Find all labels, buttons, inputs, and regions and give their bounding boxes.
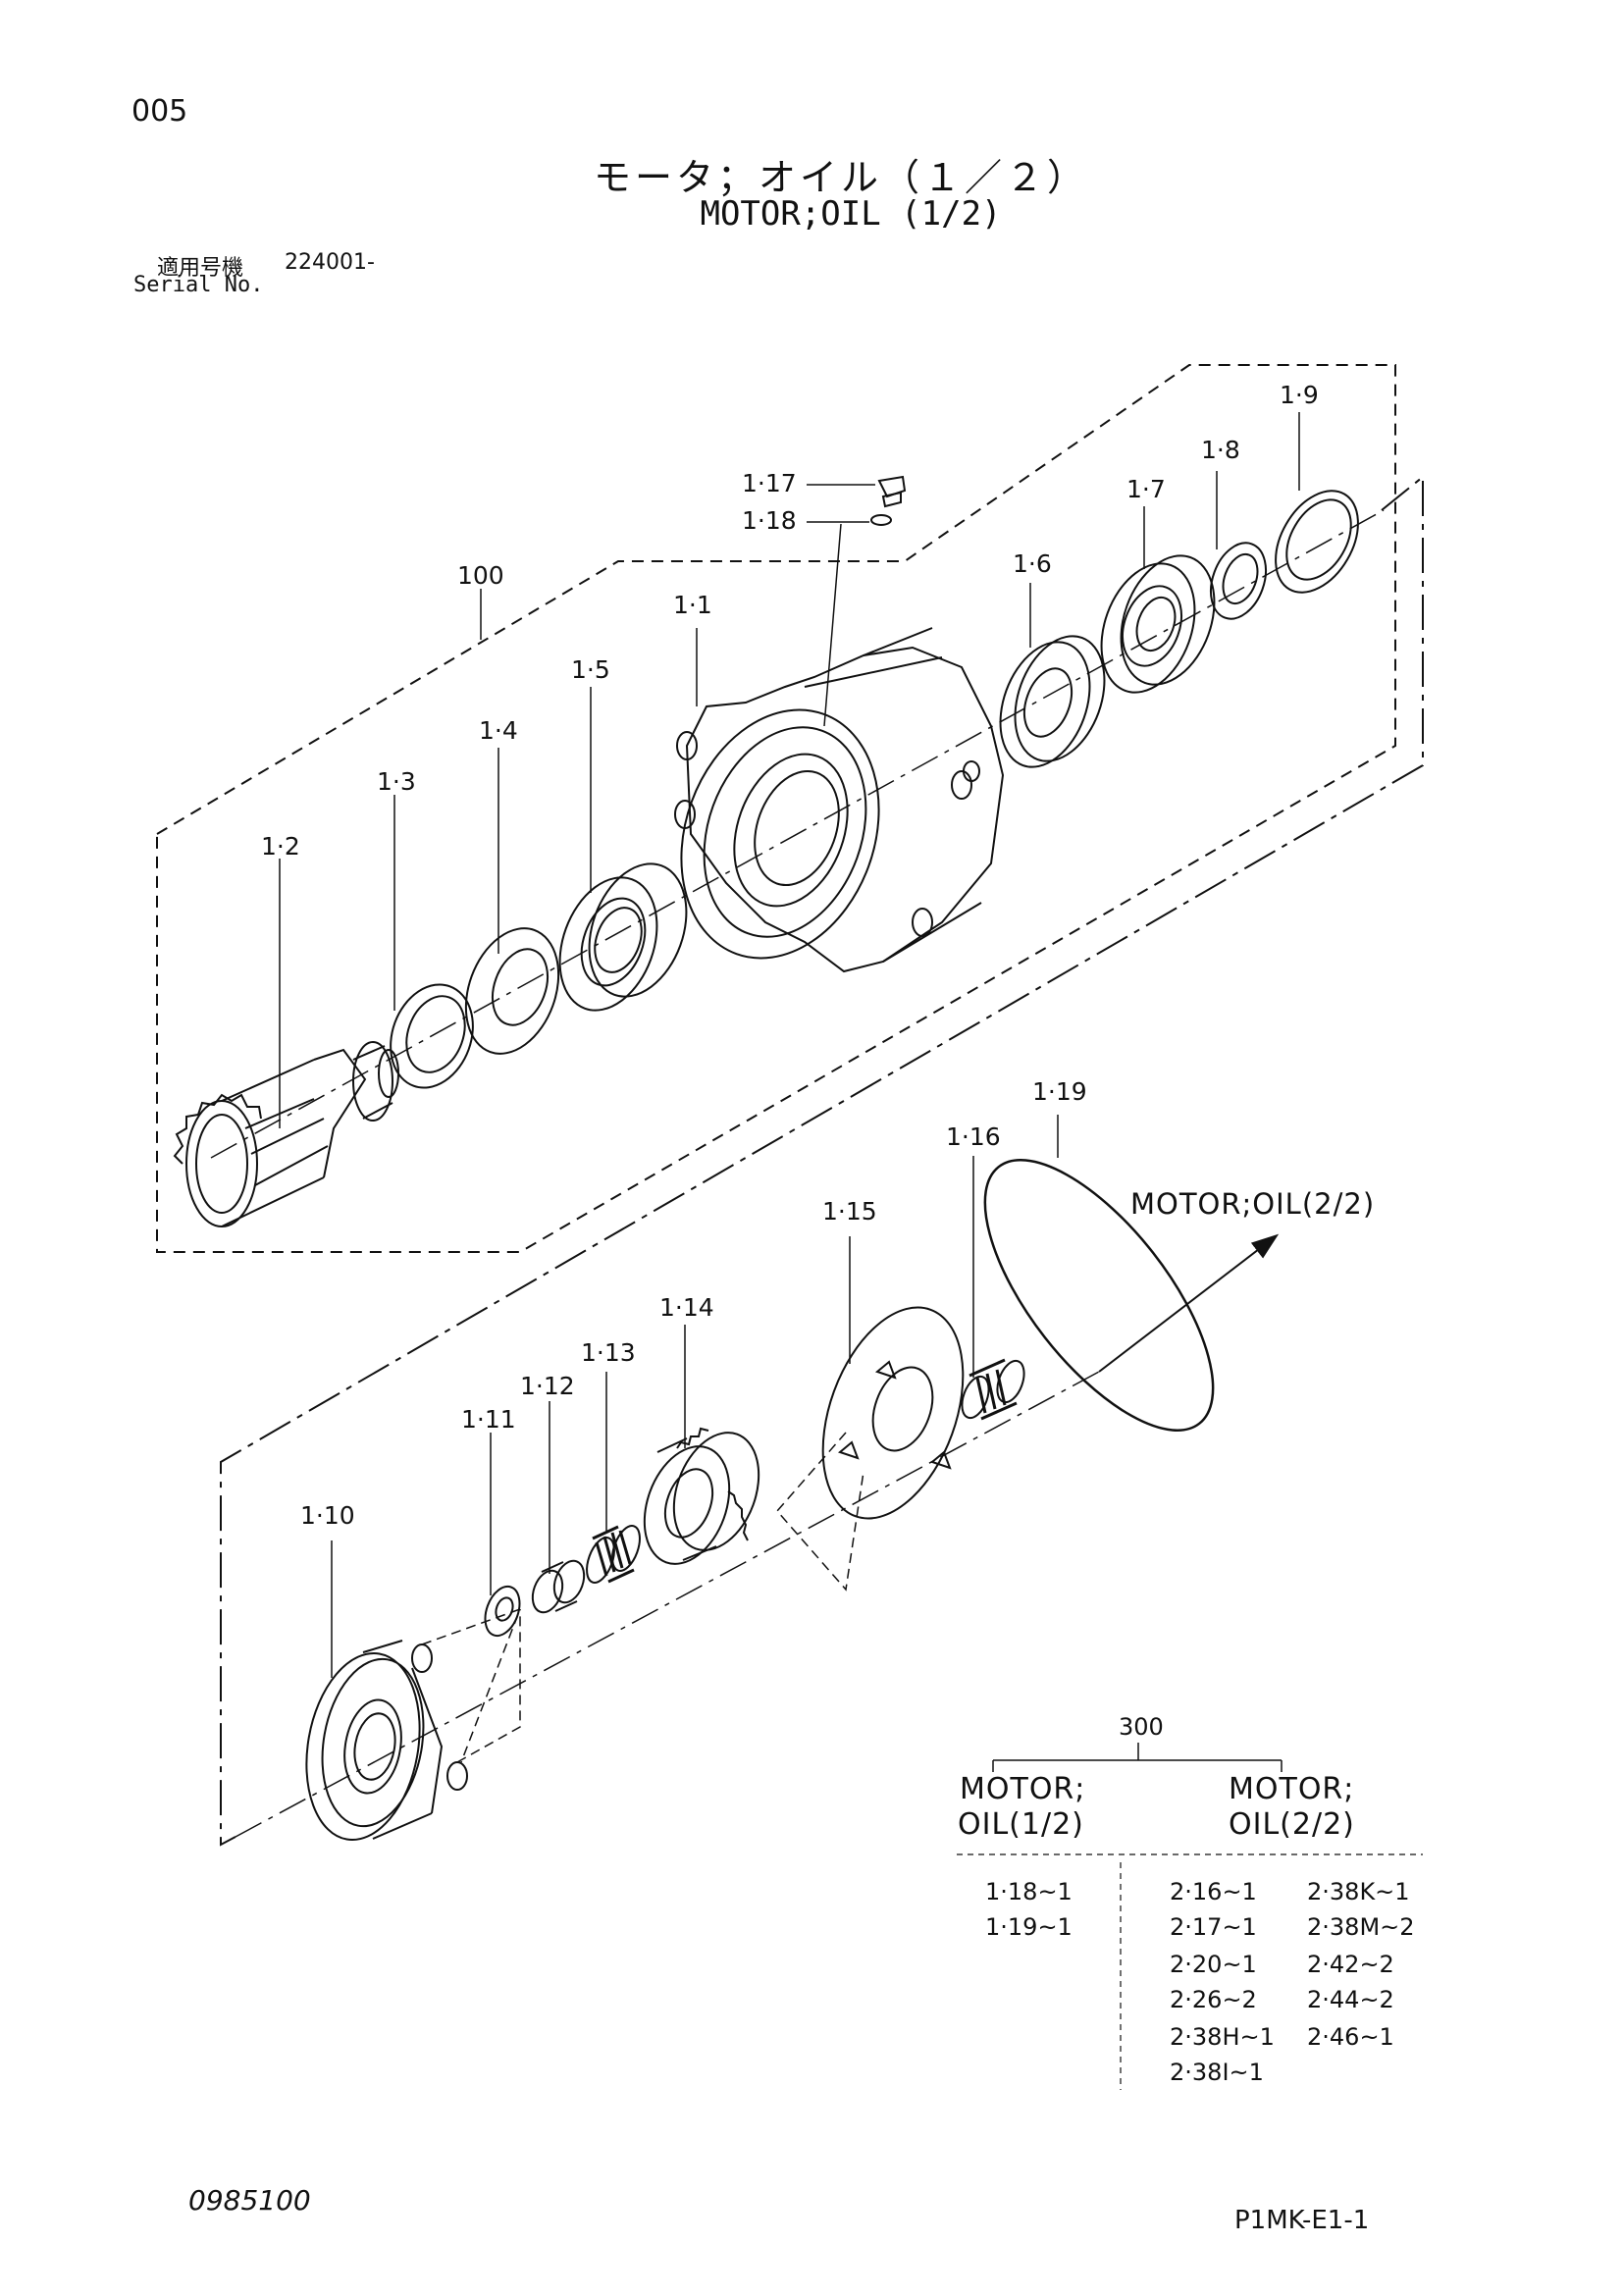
part-1-11-washer (484, 1585, 521, 1638)
part-1-5-bearing (558, 862, 688, 1012)
ref-right-col2-item: 2·44~2 (1307, 1986, 1394, 2013)
ref-right-col1-item: 2·16~1 (1170, 1878, 1257, 1905)
label-1-10: 1·10 (300, 1501, 355, 1530)
label-assembly-100: 100 (457, 561, 504, 590)
part-1-9-ring (1275, 490, 1359, 594)
part-1-17-plug (877, 475, 907, 508)
ref-right-col1-item: 2·38I~1 (1170, 2059, 1264, 2086)
label-1-15: 1·15 (822, 1197, 877, 1226)
ref-left-item: 1·19~1 (985, 1913, 1073, 1941)
part-1-18-oring (870, 514, 892, 526)
label-1-13: 1·13 (581, 1338, 636, 1367)
part-1-10-carrier (305, 1607, 522, 1842)
ref-right-col1-item: 2·38H~1 (1170, 2023, 1275, 2051)
document-number: 0985100 (188, 2184, 311, 2217)
label-1-12: 1·12 (520, 1372, 575, 1400)
label-1-5: 1·5 (571, 655, 610, 684)
part-1-19-oring (983, 1159, 1215, 1432)
part-1-7-bearing (1100, 554, 1216, 694)
part-1-8-snap-ring (1209, 542, 1268, 620)
ref-right-header-line2: OIL(2/2) (1229, 1807, 1355, 1842)
title-japanese: モータ；オイル（１／２） (593, 156, 1088, 199)
label-1-9: 1·9 (1280, 381, 1319, 409)
continuation-label: MOTOR;OIL(2/2) (1130, 1187, 1376, 1221)
part-1-1-housing (674, 627, 1005, 973)
label-1-19: 1·19 (1032, 1077, 1087, 1106)
part-1-3-ring (390, 983, 474, 1089)
label-1-18: 1·18 (742, 506, 797, 535)
ref-right-col2-item: 2·42~2 (1307, 1951, 1394, 1978)
label-1-7: 1·7 (1126, 475, 1166, 503)
serial-label-en: Serial No. (133, 273, 264, 297)
ref-right-col2-item: 2·46~1 (1307, 2023, 1394, 2051)
serial-value: 224001- (285, 250, 375, 275)
part-1-4-seal (464, 927, 560, 1055)
label-1-4: 1·4 (479, 716, 518, 745)
part-1-14-planet-gear (643, 1427, 760, 1565)
ref-right-col1-item: 2·26~2 (1170, 1986, 1257, 2013)
label-1-6: 1·6 (1013, 549, 1052, 578)
ref-left-header-line2: OIL(1/2) (958, 1807, 1084, 1842)
ref-left-header-line1: MOTOR; (960, 1772, 1086, 1806)
part-1-15-carrier-plate (776, 1306, 965, 1592)
label-1-14: 1·14 (659, 1293, 714, 1322)
label-1-11: 1·11 (461, 1405, 516, 1434)
label-1-8: 1·8 (1201, 436, 1240, 464)
ref-right-col2-item: 2·38M~2 (1307, 1913, 1415, 1941)
part-1-6-bearing (999, 635, 1106, 768)
label-1-17: 1·17 (742, 469, 797, 497)
part-1-12-bushing (531, 1559, 586, 1614)
label-1-3: 1·3 (377, 767, 416, 796)
part-1-2-pinion-shaft (173, 1041, 399, 1227)
label-1-1: 1·1 (673, 591, 712, 619)
label-1-2: 1·2 (261, 832, 300, 861)
part-1-16-sun-gear (961, 1358, 1025, 1421)
ref-left-item: 1·18~1 (985, 1878, 1073, 1905)
part-1-13-needle-bearing (586, 1525, 641, 1584)
group-300-boundary (220, 474, 1424, 1847)
assembly-100-boundary (156, 364, 1396, 1253)
page-number: 005 (131, 94, 188, 129)
ref-right-header-line1: MOTOR; (1229, 1772, 1355, 1806)
group-300-label: 300 (1119, 1713, 1164, 1741)
ref-right-col2-item: 2·38K~1 (1307, 1878, 1410, 1905)
ref-right-col1-item: 2·20~1 (1170, 1951, 1257, 1978)
serial-label-jp: 適用号機 (157, 256, 244, 281)
ref-right-col1-item: 2·17~1 (1170, 1913, 1257, 1941)
title-english: MOTOR;OIL (1/2) (700, 194, 1002, 234)
page-code: P1MK-E1-1 (1234, 2206, 1370, 2235)
label-1-16: 1·16 (946, 1122, 1001, 1151)
